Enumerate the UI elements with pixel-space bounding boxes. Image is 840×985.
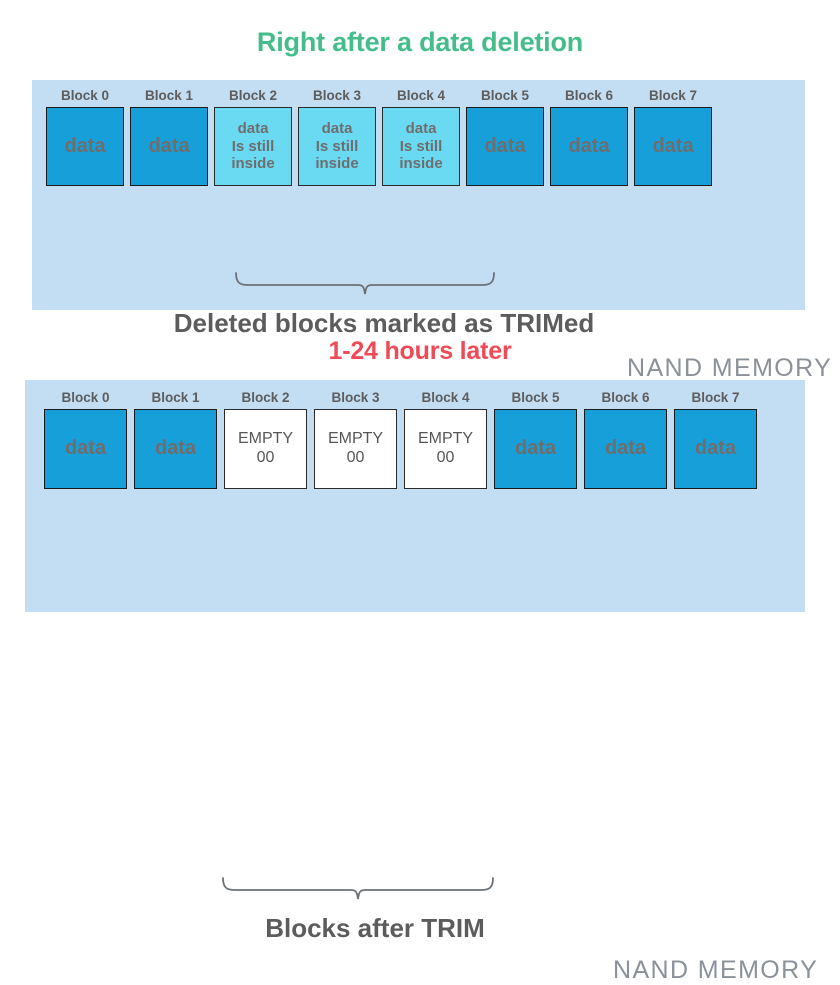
block-label: Block 7 (648, 88, 698, 103)
block-cell: Block 5 data (494, 390, 577, 489)
block-text-line: data (604, 437, 647, 460)
block-cell: Block 1 data (130, 88, 208, 186)
block-cell: Block 5 data (466, 88, 544, 186)
block-text-line: data (148, 134, 190, 157)
block-text-line: inside (399, 155, 443, 173)
nand-memory-watermark-bottom: NAND MEMORY (613, 956, 819, 984)
brace-trimmed-blocks (235, 272, 495, 295)
block-text-line: data (694, 437, 737, 460)
block-text-line: inside (315, 155, 359, 173)
memory-block-data: data (584, 409, 667, 489)
block-text-line: 00 (436, 449, 455, 466)
block-label: Block 2 (241, 390, 290, 405)
block-cell: Block 0 data (44, 390, 127, 489)
block-cell: Block 0 data (46, 88, 124, 186)
memory-block-data: data (634, 107, 712, 186)
block-text-line: data (321, 119, 353, 137)
block-cell: Block 7 data (634, 88, 712, 186)
block-label: Block 5 (480, 88, 530, 103)
memory-block-data: data (550, 107, 628, 186)
caption-deleted-blocks-trimmed: Deleted blocks marked as TRIMed (173, 308, 595, 338)
section-title-after-deletion: Right after a data deletion (256, 27, 584, 57)
memory-block-data: data (134, 409, 217, 489)
block-text-line: EMPTY (237, 430, 294, 448)
block-text-line: 00 (256, 449, 275, 466)
memory-block-data: data (466, 107, 544, 186)
block-text-line: data (514, 437, 557, 460)
block-label: Block 4 (396, 88, 446, 103)
block-text-line: data (652, 134, 694, 157)
block-text-line: data (237, 119, 269, 137)
block-label: Block 1 (151, 390, 200, 405)
block-label: Block 1 (144, 88, 194, 103)
block-text-line: EMPTY (327, 430, 384, 448)
block-text-line: EMPTY (417, 430, 474, 448)
block-label: Block 4 (421, 390, 470, 405)
block-text-line: 00 (346, 449, 365, 466)
brace-blocks-after-trim (222, 877, 494, 900)
block-cell: Block 7 data (674, 390, 757, 489)
block-text-line: Is still (231, 137, 275, 155)
memory-block-data: data (44, 409, 127, 489)
block-text-line: data (154, 437, 197, 460)
block-text-line: data (405, 119, 437, 137)
block-text-line: inside (231, 155, 275, 173)
block-text-line: Is still (315, 137, 359, 155)
block-text-line: data (484, 134, 526, 157)
block-label: Block 3 (331, 390, 380, 405)
block-label: Block 2 (228, 88, 278, 103)
block-label: Block 5 (511, 390, 560, 405)
block-label: Block 0 (60, 88, 110, 103)
nand-memory-watermark-top: NAND MEMORY (627, 354, 833, 382)
block-cell: Block 6 data (584, 390, 667, 489)
block-label: Block 6 (601, 390, 650, 405)
block-text-line: data (64, 437, 107, 460)
block-text-line: data (568, 134, 610, 157)
memory-block-data: data (674, 409, 757, 489)
block-cell: Block 1 data (134, 390, 217, 489)
block-label: Block 3 (312, 88, 362, 103)
memory-block-data: data (46, 107, 124, 186)
block-label: Block 7 (691, 390, 740, 405)
block-text-line: Is still (399, 137, 443, 155)
block-cell: Block 6 data (550, 88, 628, 186)
block-label: Block 6 (564, 88, 614, 103)
section-title-hours-later: 1-24 hours later (328, 337, 512, 365)
memory-block-data: data (494, 409, 577, 489)
memory-block-data: data (130, 107, 208, 186)
caption-blocks-after-trim: Blocks after TRIM (265, 913, 485, 943)
block-label: Block 0 (61, 390, 110, 405)
block-text-line: data (64, 134, 106, 157)
